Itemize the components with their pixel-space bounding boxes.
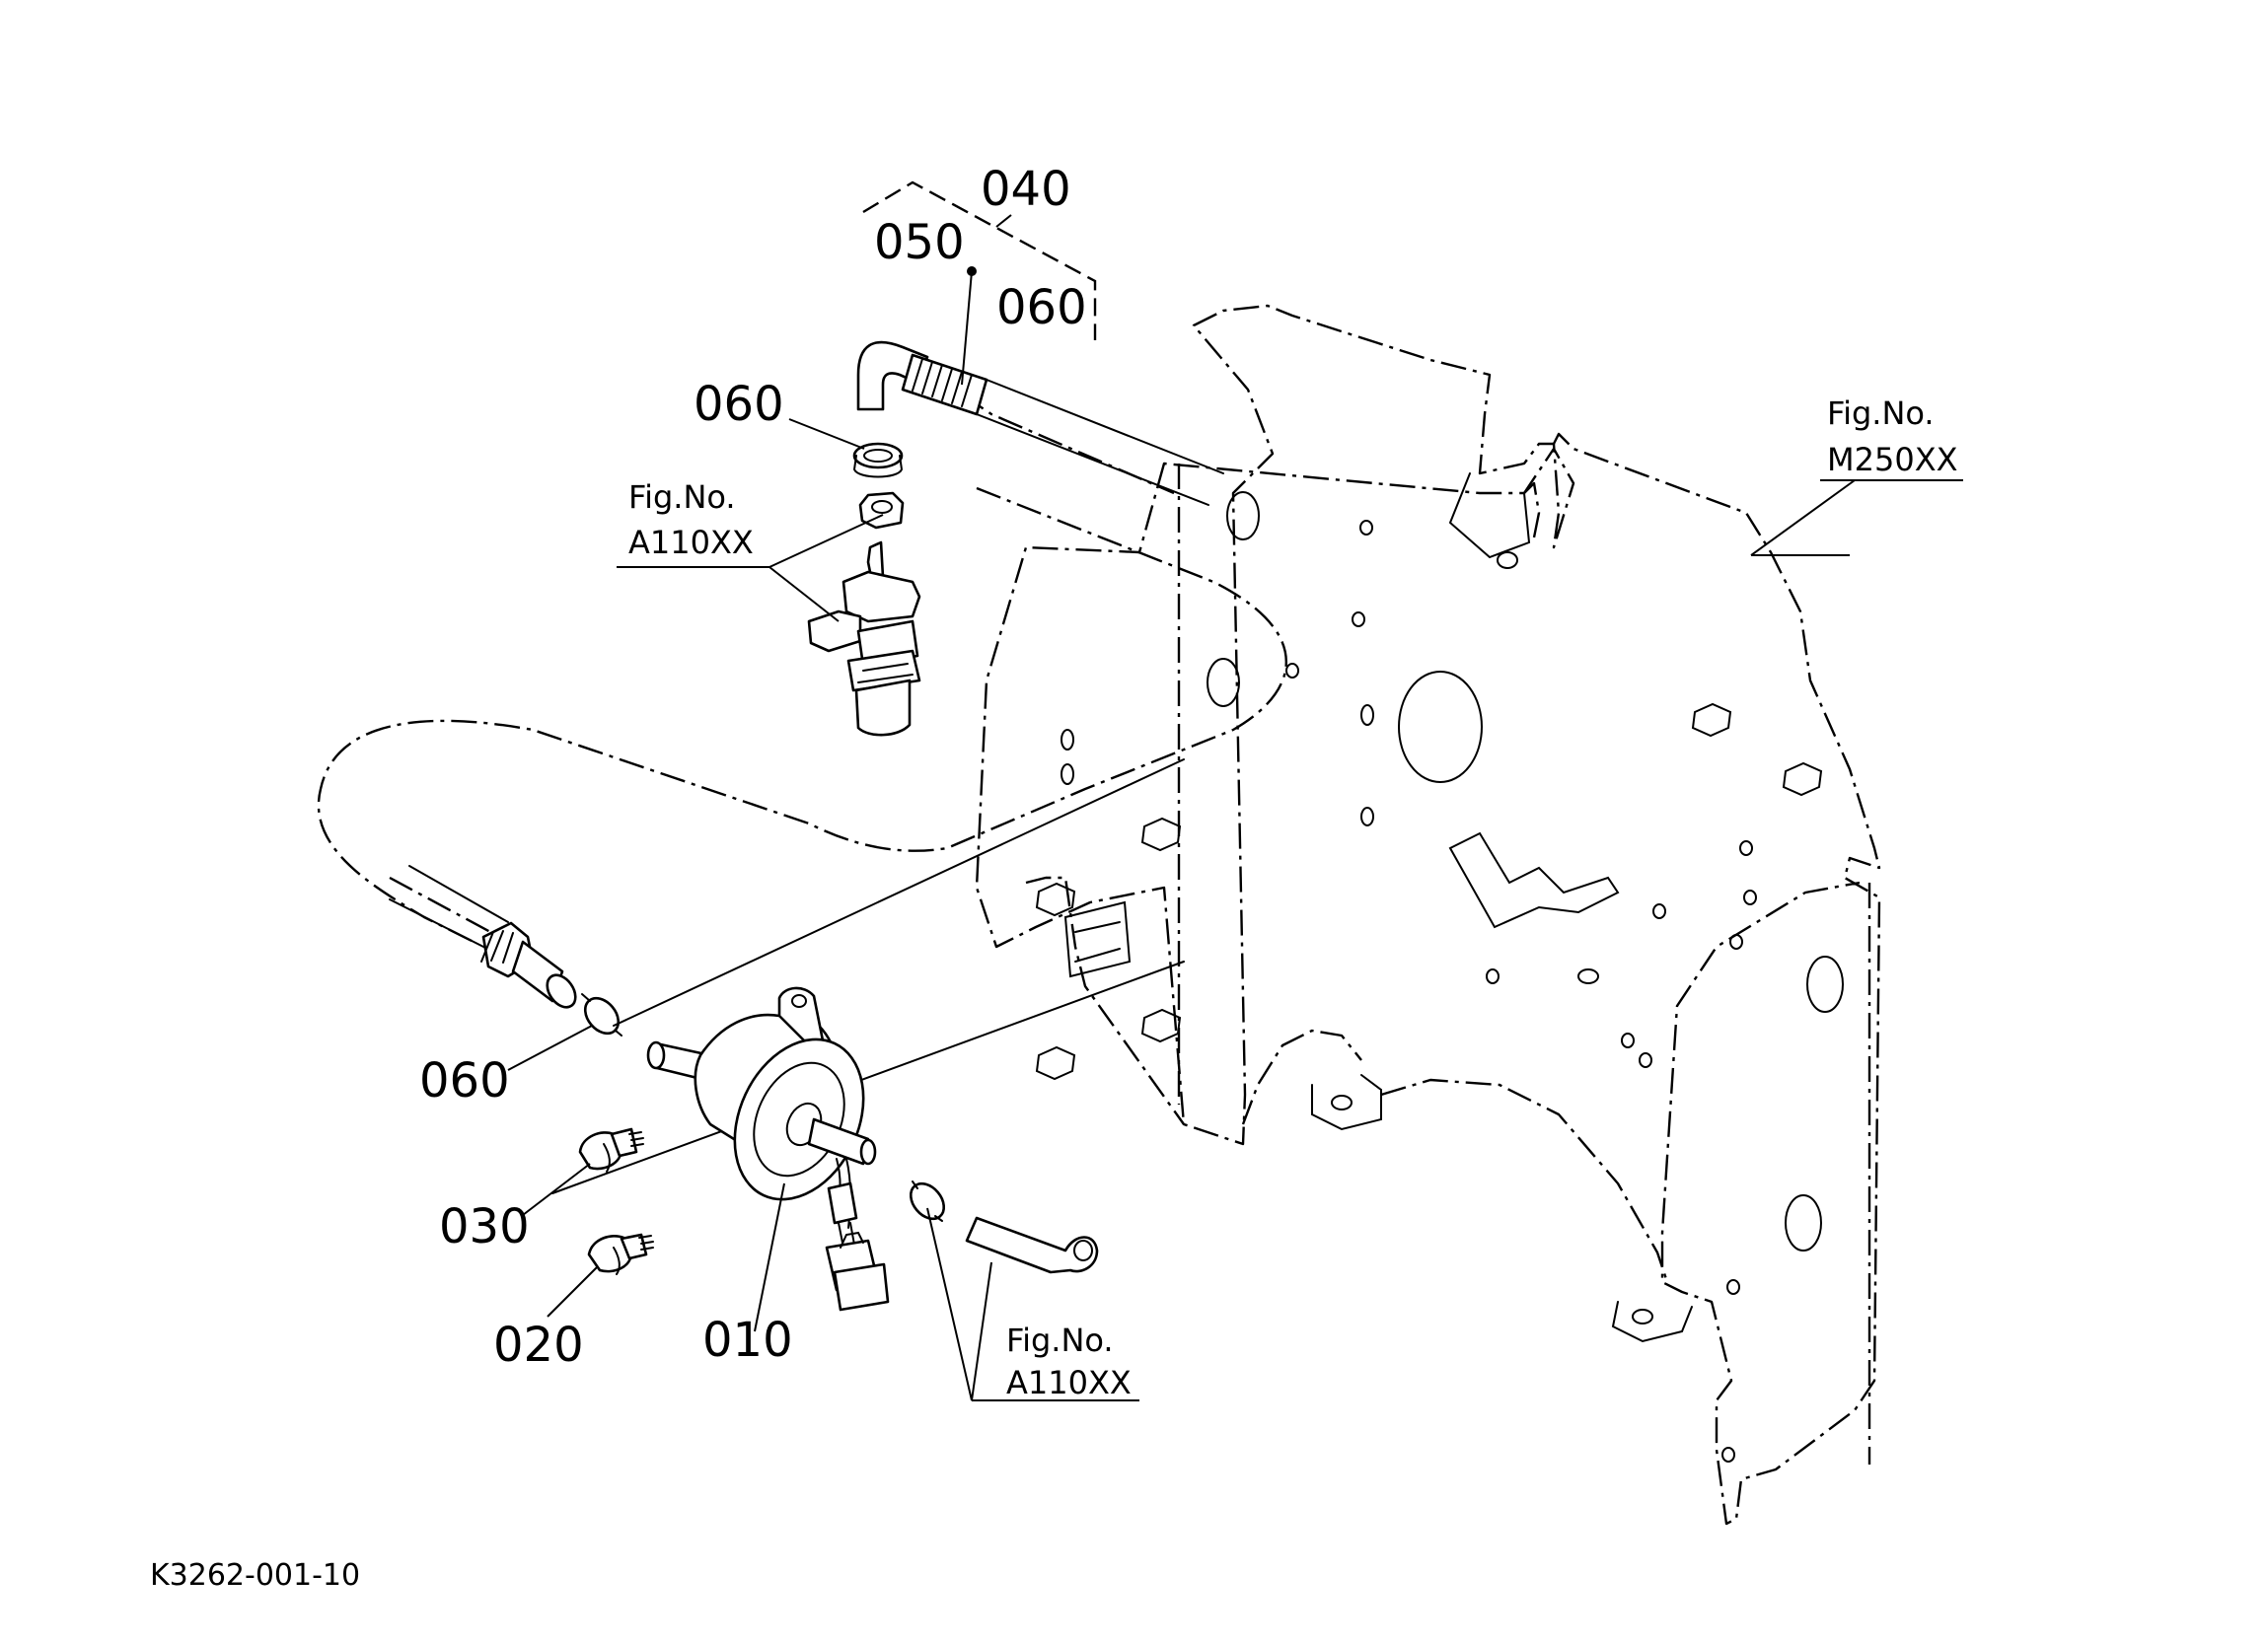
fig-ref-right-line1: Fig.No. — [1827, 394, 1935, 432]
part-number-040: 040 — [981, 162, 1071, 217]
outlet-hose — [909, 1181, 1139, 1401]
fig-ref-lower-line1: Fig.No. — [1006, 1322, 1114, 1359]
fig-ref-upper-left-line2: A110XX — [628, 524, 754, 561]
bolt-030 — [522, 1127, 644, 1216]
part-number-060-bottom: 060 — [419, 1053, 510, 1109]
part-number-030: 030 — [439, 1199, 530, 1254]
upper-hose-assembly — [768, 180, 1224, 737]
drawing-code: K3262-001-10 — [150, 1558, 360, 1593]
fig-ref-lower-line2: A110XX — [1006, 1364, 1132, 1401]
part-number-050: 050 — [874, 215, 965, 270]
part-number-020: 020 — [493, 1318, 584, 1373]
part-number-060-top-right: 060 — [996, 280, 1087, 335]
bolt-020 — [547, 1233, 654, 1318]
part-number-060-top-left: 060 — [694, 377, 784, 432]
fuel-pump — [551, 758, 1185, 1332]
fig-ref-right-line2: M250XX — [1827, 441, 1958, 478]
part-number-010: 010 — [702, 1313, 793, 1368]
leader-right-fig — [1750, 479, 1856, 556]
lower-hose — [389, 865, 622, 1071]
fig-ref-upper-left-line1: Fig.No. — [628, 478, 736, 516]
mounting-plate-phantom — [975, 304, 1881, 1526]
fuel-hose-phantom — [317, 486, 1287, 944]
